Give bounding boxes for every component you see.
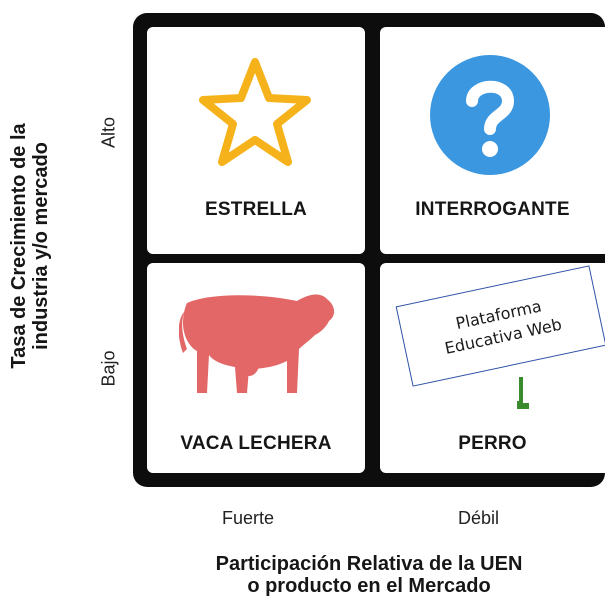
x-axis-title-line2: o producto en el Mercado xyxy=(247,575,491,597)
column-label-debil: Débil xyxy=(458,508,500,528)
quadrant-vaca-lechera: VACA LECHERA xyxy=(147,263,365,473)
question-mark-icon xyxy=(428,53,552,182)
dog-icon xyxy=(505,375,535,418)
row-label-bajo: Bajo xyxy=(98,350,119,387)
quadrant-estrella: ESTRELLA xyxy=(147,27,365,254)
quadrant-label: INTERROGANTE xyxy=(415,199,570,220)
row-label-alto: Alto xyxy=(98,116,119,149)
star-icon xyxy=(195,54,315,179)
y-axis-title-line1: Tasa de Crecimiento de la xyxy=(8,123,30,369)
x-axis-title: Participación Relativa de la UEN o produ… xyxy=(133,553,605,597)
x-axis-title-line1: Participación Relativa de la UEN xyxy=(215,553,523,575)
quadrant-label: PERRO xyxy=(458,433,527,454)
quadrant-label: ESTRELLA xyxy=(205,199,307,220)
quadrant-label: VACA LECHERA xyxy=(180,433,332,454)
y-axis-title-line2: industria y/o mercado xyxy=(30,142,52,350)
bcg-matrix: ESTRELLA INTERROGANTE VACA LECHERA xyxy=(133,13,605,487)
column-label-fuerte: Fuerte xyxy=(222,508,275,528)
quadrant-interrogante: INTERROGANTE xyxy=(380,27,605,254)
cow-icon xyxy=(178,289,339,404)
